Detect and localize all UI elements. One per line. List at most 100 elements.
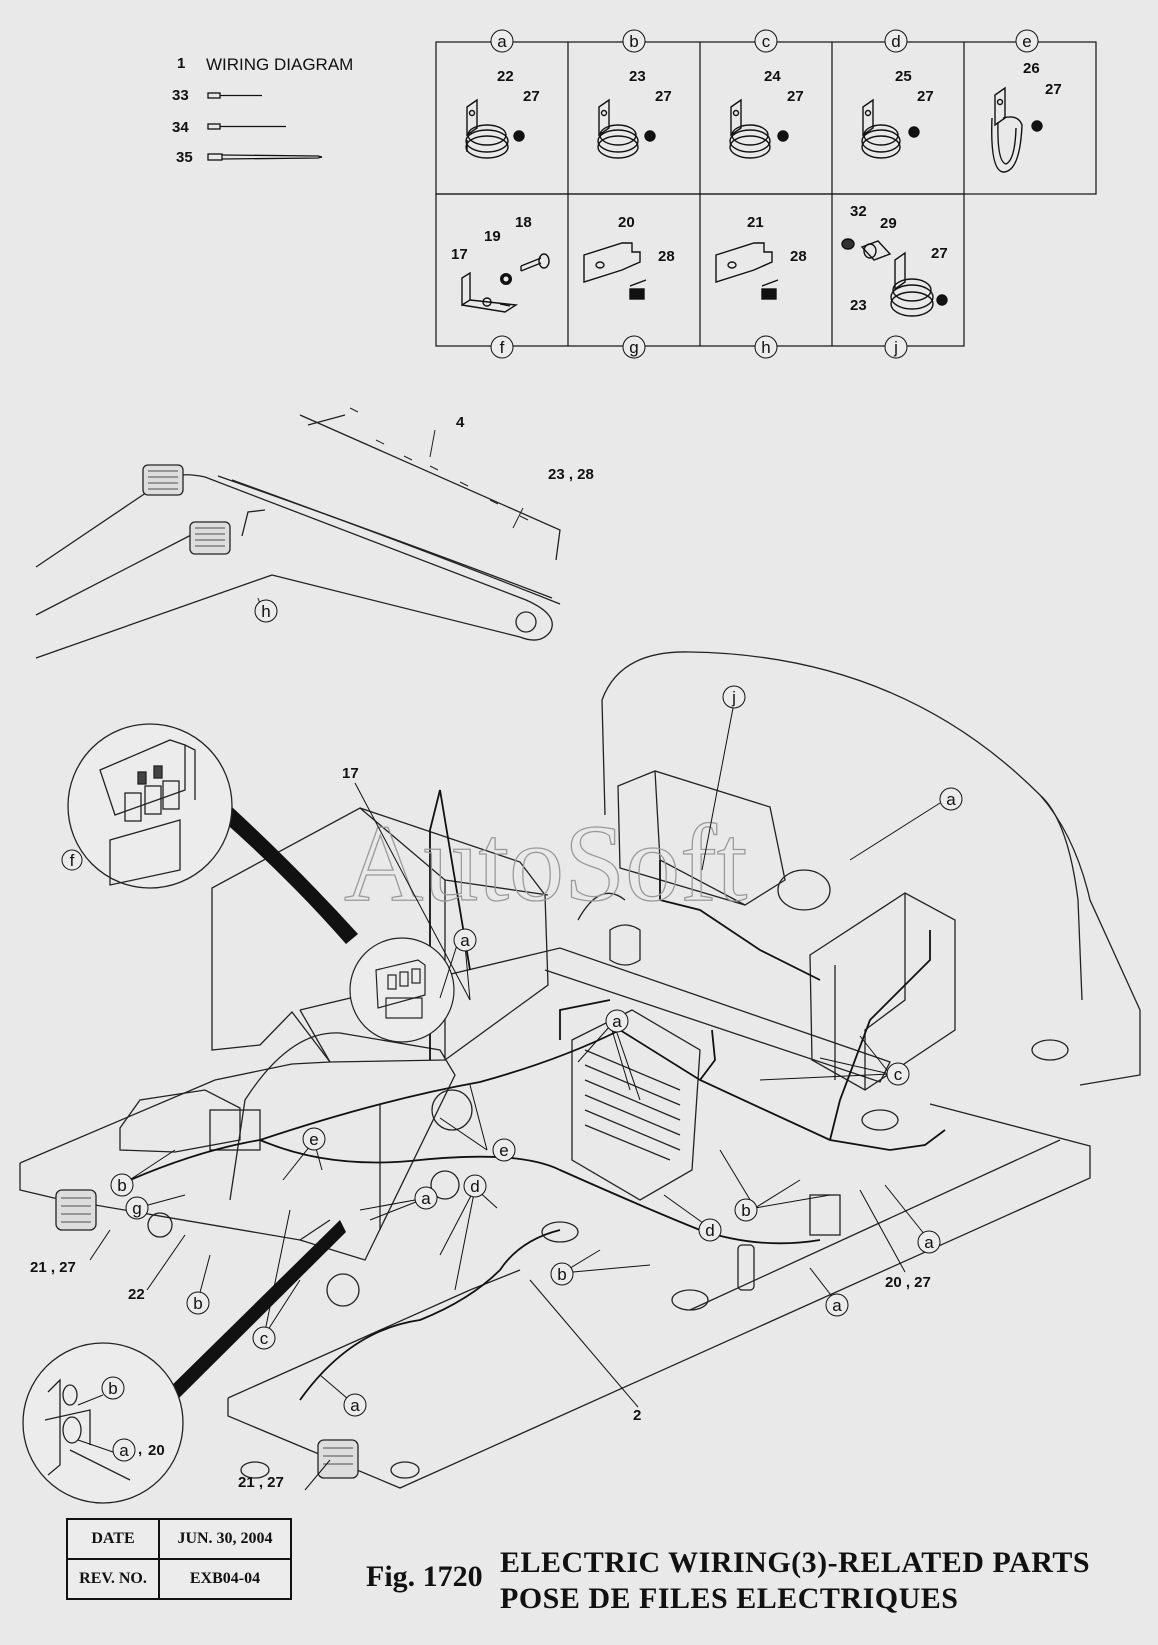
callout-21-27-front: 21 , 27 xyxy=(30,1259,76,1276)
callout-4: 4 xyxy=(456,414,465,431)
main-callouts: 17 j a a a c e e b g 21 , 27 22 b a d d … xyxy=(30,685,963,1491)
figure-number: Fig. 1720 xyxy=(366,1560,483,1593)
detail-letter-e: e xyxy=(1022,32,1031,51)
bracket-17-icon xyxy=(461,253,550,313)
callout-f: f xyxy=(70,851,75,870)
detail-j-part-32: 32 xyxy=(850,203,867,220)
cable-tie-icons xyxy=(207,92,323,161)
bracket-20-icon xyxy=(583,242,647,300)
work-light-icon xyxy=(189,521,231,555)
detail-j-part-27: 27 xyxy=(931,245,948,262)
detail-letter-f: f xyxy=(500,338,505,357)
detail-e-nut: 27 xyxy=(1045,81,1062,98)
clamp-22-icon xyxy=(465,98,525,159)
callout-d-cooler: d xyxy=(705,1221,714,1240)
detail-letter-b: b xyxy=(629,32,638,51)
inset-small-connector xyxy=(349,937,455,1043)
inset-callout-b: b xyxy=(108,1379,117,1398)
revision-stamp: DATE JUN. 30, 2004 REV. NO. EXB04-04 xyxy=(66,1518,292,1600)
callout-17: 17 xyxy=(342,765,359,782)
inset-comma: , xyxy=(138,1441,142,1458)
callout-a-tank: a xyxy=(460,931,470,950)
callout-h: h xyxy=(261,602,270,621)
detail-d-part: 25 xyxy=(895,68,912,85)
bracket-21-icon xyxy=(715,242,779,300)
clamp-25-icon xyxy=(861,98,920,159)
legend-num-35: 35 xyxy=(176,149,193,166)
detail-a-nut: 27 xyxy=(523,88,540,105)
boom-callouts: 4 23 , 28 h xyxy=(254,414,594,623)
detail-g-part-28: 28 xyxy=(658,248,675,265)
legend-num-1: 1 xyxy=(177,55,185,72)
callout-a-boom: a xyxy=(421,1189,431,1208)
detail-e-part: 26 xyxy=(1023,60,1040,77)
inset-pointers xyxy=(162,807,358,1405)
detail-grid xyxy=(435,41,1097,347)
detail-b-part: 23 xyxy=(629,68,646,85)
callout-2: 2 xyxy=(633,1407,641,1424)
clamp-drawings xyxy=(465,86,1043,173)
detail-f-part-19: 19 xyxy=(484,228,501,245)
callout-20-27: 20 , 27 xyxy=(885,1274,931,1291)
clamp-23-icon xyxy=(597,98,656,159)
figure-title-en: ELECTRIC WIRING(3)-RELATED PARTS xyxy=(500,1546,1091,1579)
figure-title-fr: POSE DE FILES ELECTRIQUES xyxy=(500,1582,959,1615)
cable-tie-33-icon xyxy=(207,92,221,99)
detail-h-part-21: 21 xyxy=(747,214,764,231)
detail-letter-g: g xyxy=(629,338,638,357)
inset-connector-f: f xyxy=(61,723,233,889)
inset-callout-a: a xyxy=(119,1441,129,1460)
legend-num-33: 33 xyxy=(172,87,189,104)
detail-h-part-28: 28 xyxy=(790,248,807,265)
callout-j: j xyxy=(731,688,736,707)
standoff-29-icon xyxy=(841,238,892,261)
cable-tie-34-icon xyxy=(207,123,221,130)
date-label: DATE xyxy=(66,1518,160,1560)
callout-b-left: b xyxy=(193,1294,202,1313)
detail-letter-d: d xyxy=(891,32,900,51)
boom-drawing xyxy=(35,407,561,659)
watermark: AutoSoft xyxy=(344,802,747,924)
detail-c-nut: 27 xyxy=(787,88,804,105)
front-work-light-icon xyxy=(317,1439,359,1479)
callout-b-right: b xyxy=(741,1201,750,1220)
callout-a-accumulator: a xyxy=(832,1296,842,1315)
bracket-drawings xyxy=(461,238,948,317)
callout-d-center: d xyxy=(470,1177,479,1196)
detail-letter-c: c xyxy=(762,32,771,51)
callout-e-center: e xyxy=(499,1141,508,1160)
figure-title: ELECTRIC WIRING(3)-RELATED PARTS POSE DE… xyxy=(500,1545,1090,1617)
detail-j-part-23: 23 xyxy=(850,297,867,314)
detail-letter-h: h xyxy=(761,338,770,357)
detail-b-nut: 27 xyxy=(655,88,672,105)
detail-c-part: 24 xyxy=(764,68,781,85)
callout-22: 22 xyxy=(128,1286,145,1303)
callout-23-28: 23 , 28 xyxy=(548,466,594,483)
detail-d-nut: 27 xyxy=(917,88,934,105)
date-value: JUN. 30, 2004 xyxy=(158,1518,292,1560)
callout-c-radiator: c xyxy=(894,1065,903,1084)
work-light-icon xyxy=(142,464,184,496)
callout-a-engine: a xyxy=(946,790,956,809)
callout-b-center: b xyxy=(557,1265,566,1284)
clamp-23-standoff-icon xyxy=(890,251,948,317)
callout-21-27-rear: 21 , 27 xyxy=(238,1474,284,1491)
detail-f-part-18: 18 xyxy=(515,214,532,231)
detail-j-part-29: 29 xyxy=(880,215,897,232)
inset-clamp-detail: b a , 20 xyxy=(22,1342,184,1504)
callout-a-right: a xyxy=(924,1233,934,1252)
callout-a-floor: a xyxy=(350,1396,360,1415)
detail-top-row: a 22 27 b 23 27 c 24 27 d 25 27 e 26 27 xyxy=(490,29,1062,105)
callout-c-boom: c xyxy=(260,1329,269,1348)
machine-frame-drawing xyxy=(19,651,1141,1489)
clamp-26-icon xyxy=(991,86,1043,173)
cable-tie-35-icon xyxy=(207,153,223,161)
legend-text-wiring-diagram: WIRING DIAGRAM xyxy=(206,55,353,74)
detail-a-part: 22 xyxy=(497,68,514,85)
legend: 1 WIRING DIAGRAM 33 34 35 xyxy=(172,55,353,166)
main-harness xyxy=(129,789,946,1401)
front-work-light-icon xyxy=(55,1189,97,1231)
callout-a-valve: a xyxy=(612,1012,622,1031)
rev-value: EXB04-04 xyxy=(158,1558,292,1600)
